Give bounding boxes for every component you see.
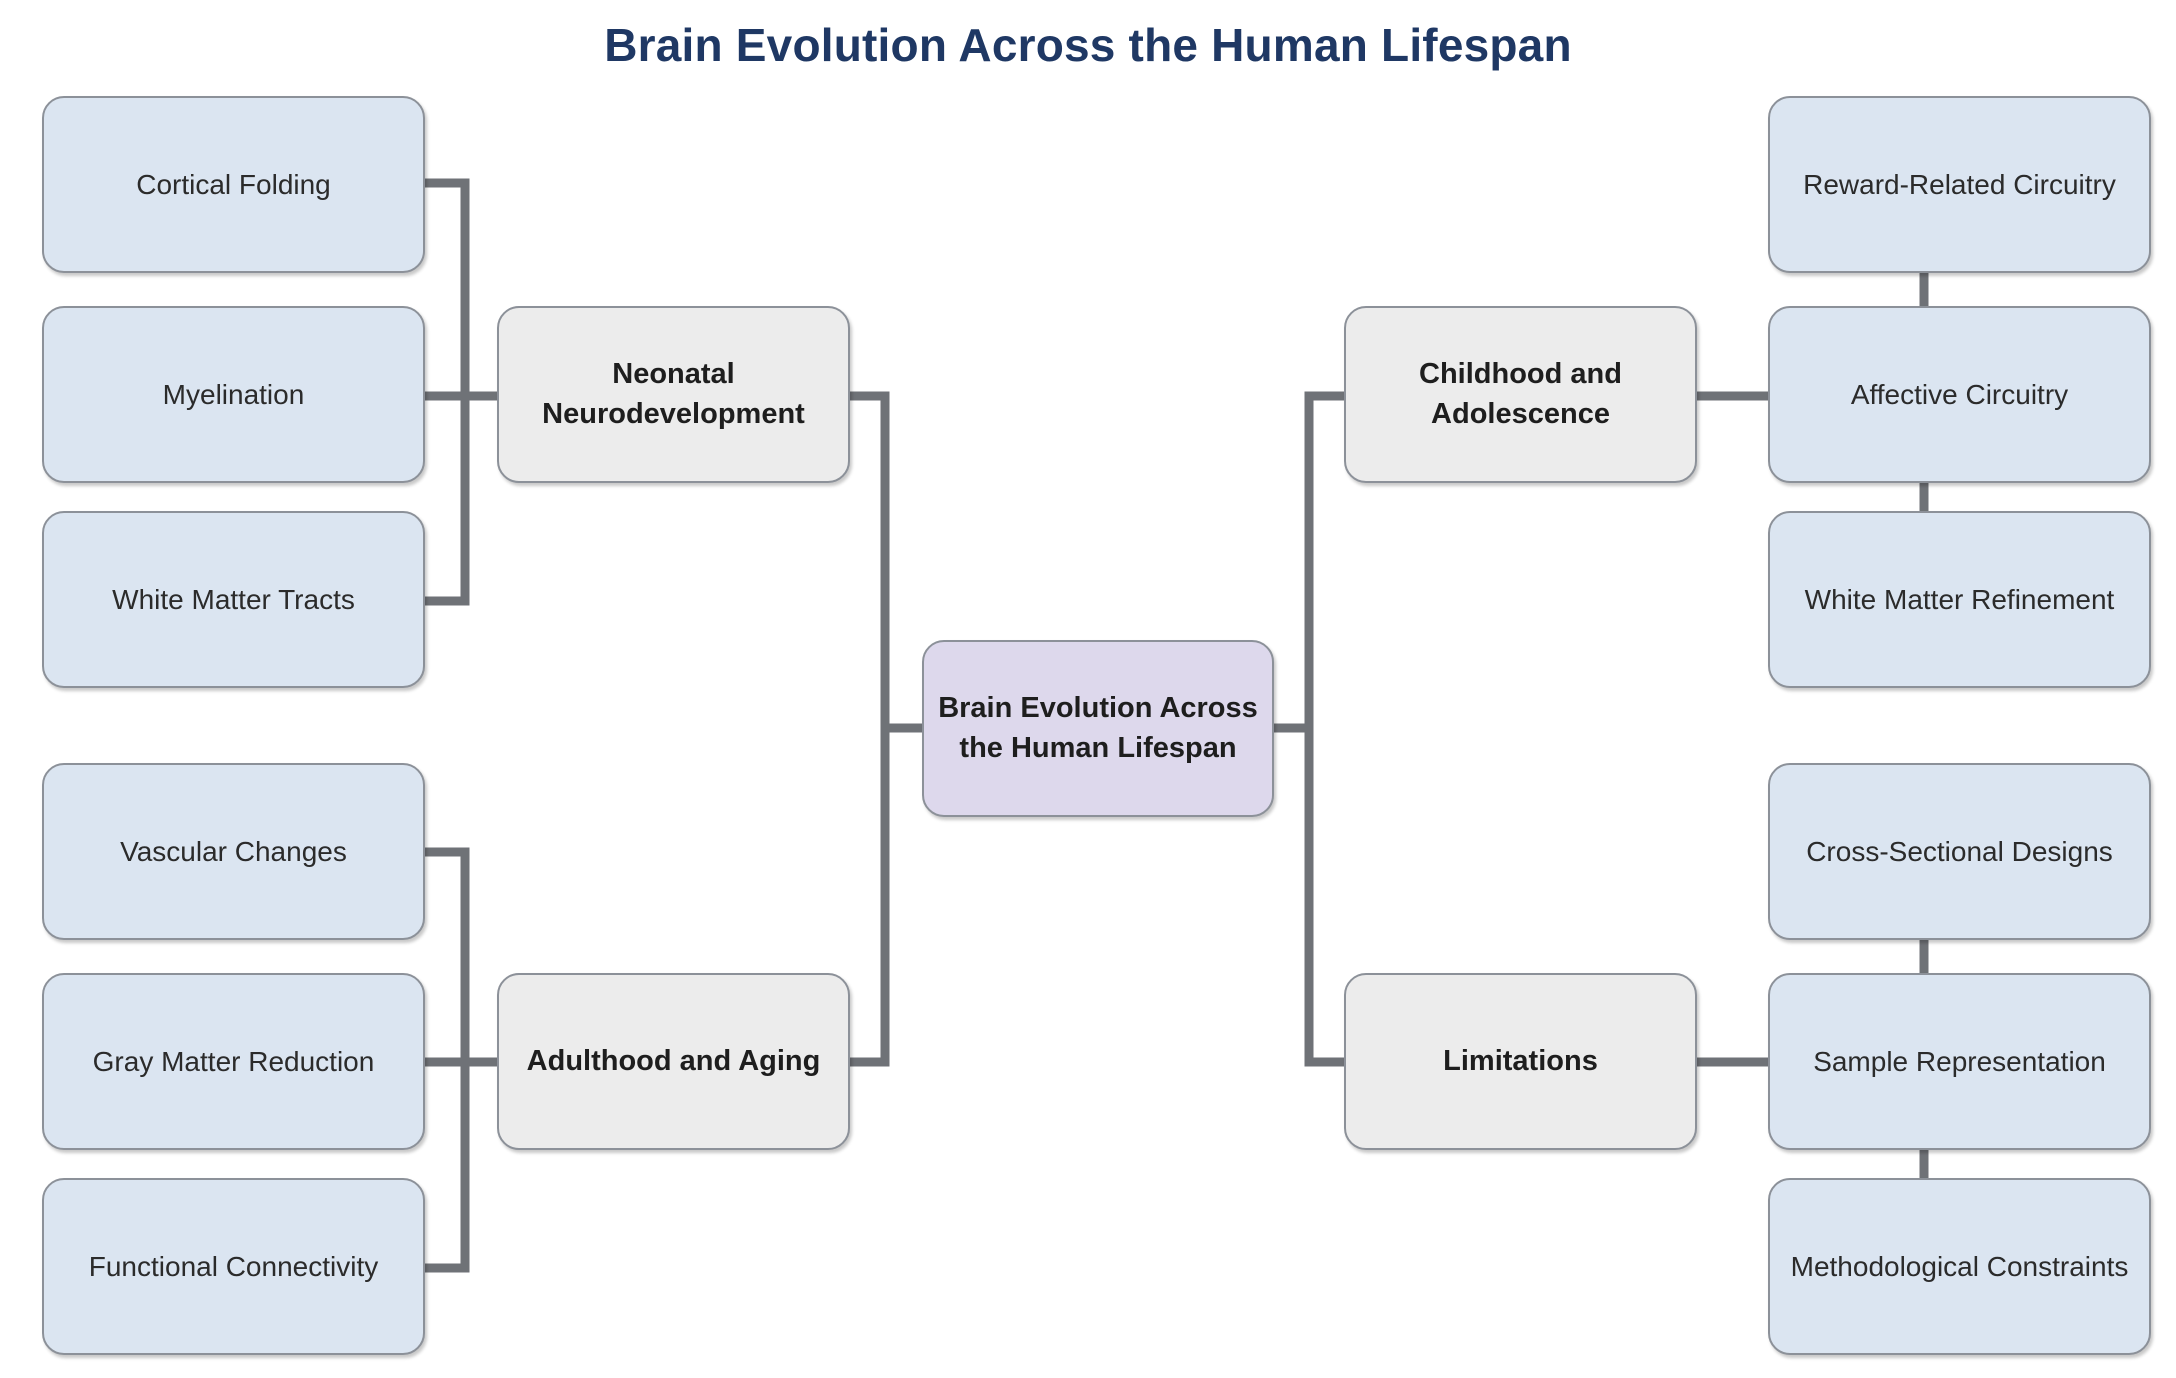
node-methodological-constraints: Methodological Constraints [1768,1178,2151,1355]
node-myelination: Myelination [42,306,425,483]
node-cross-sectional-designs: Cross-Sectional Designs [1768,763,2151,940]
node-white-matter-tracts: White Matter Tracts [42,511,425,688]
diagram-title: Brain Evolution Across the Human Lifespa… [604,19,1572,71]
node-sample-representation: Sample Representation [1768,973,2151,1150]
node-vascular-changes: Vascular Changes [42,763,425,940]
node-root: Brain Evolution Across the Human Lifespa… [922,640,1274,817]
node-white-matter-refinement: White Matter Refinement [1768,511,2151,688]
node-cortical-folding: Cortical Folding [42,96,425,273]
node-limitations: Limitations [1344,973,1697,1150]
node-neonatal-neurodevelopment: Neonatal Neurodevelopment [497,306,850,483]
connector-left-branches [850,391,890,1067]
node-affective-circuitry: Affective Circuitry [1768,306,2151,483]
node-childhood-and-adolescence: Childhood and Adolescence [1344,306,1697,483]
node-adulthood-and-aging: Adulthood and Aging [497,973,850,1150]
node-functional-connectivity: Functional Connectivity [42,1178,425,1355]
node-gray-matter-reduction: Gray Matter Reduction [42,973,425,1150]
node-reward-related-circuitry: Reward-Related Circuitry [1768,96,2151,273]
connector-right-branches [1304,391,1344,1067]
